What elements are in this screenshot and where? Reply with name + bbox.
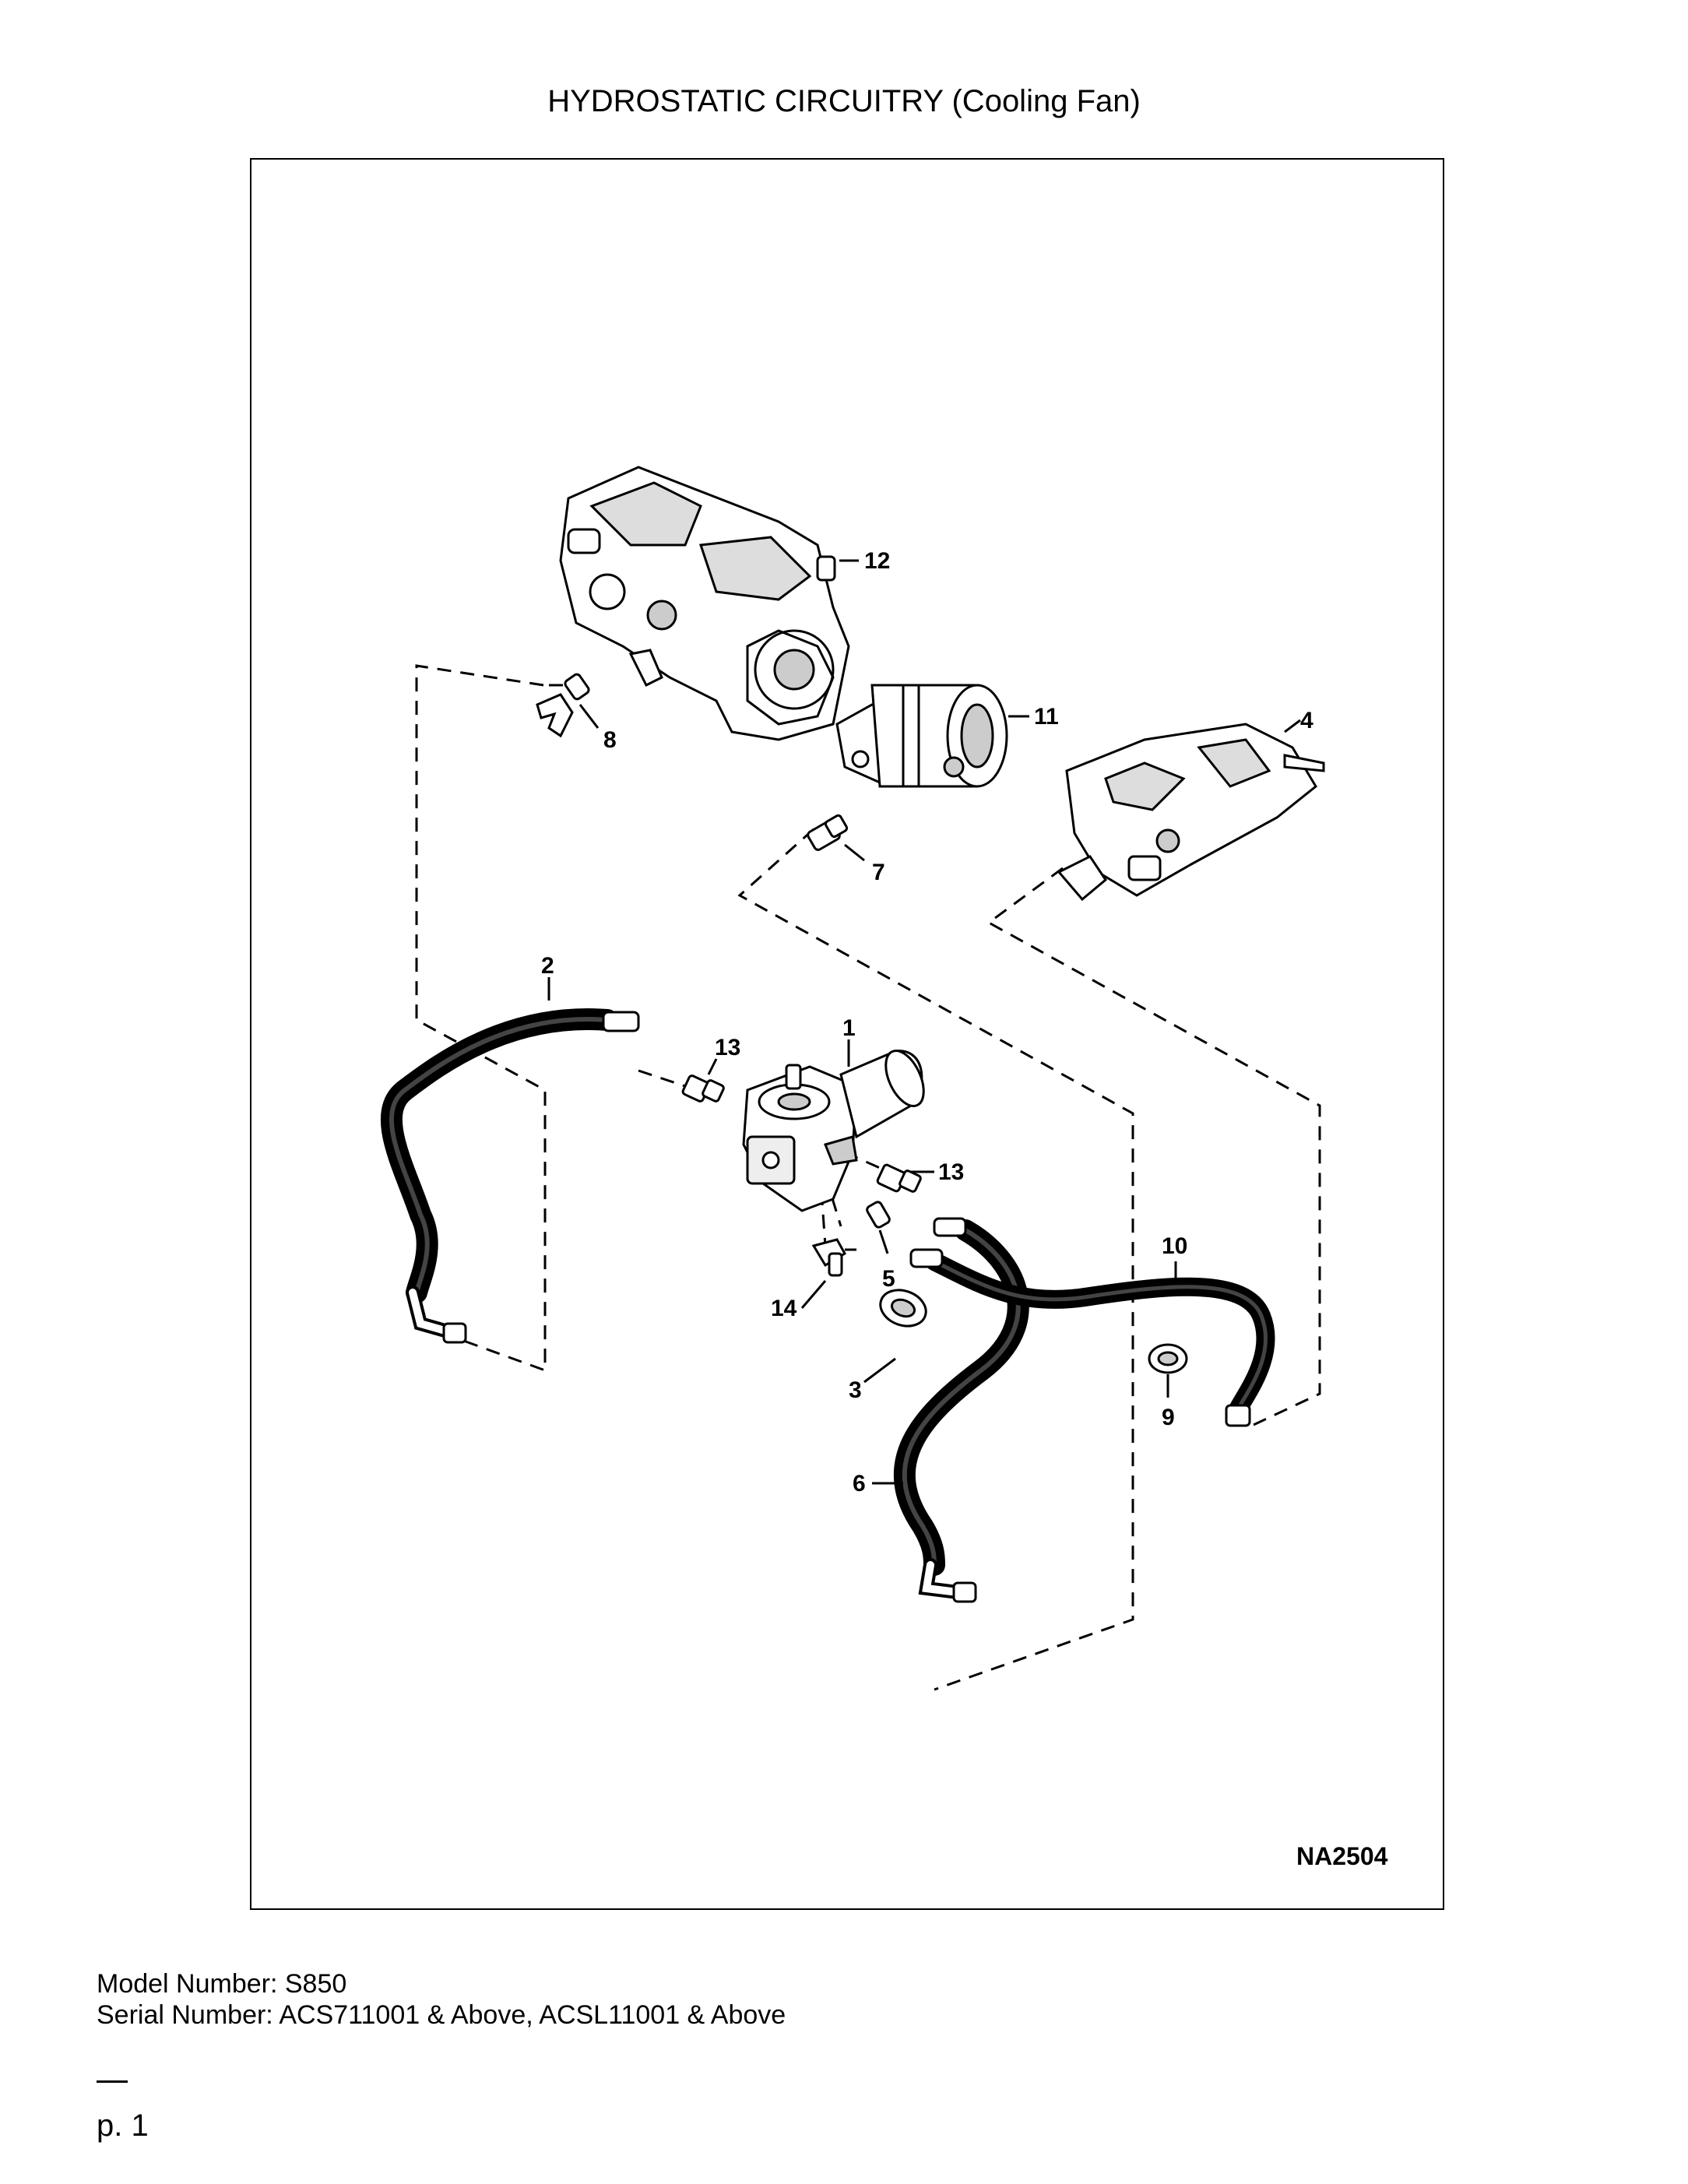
callout-12: 12: [864, 548, 890, 574]
hose-part-6: [893, 1217, 1029, 1603]
reducer-fitting-part-13-lower: [876, 1163, 922, 1193]
hydrostatic-pump-part-12: [559, 466, 850, 741]
model-number: Model Number: S850: [97, 1969, 347, 1999]
serial-number: Serial Number: ACS711001 & Above, ACSL11…: [97, 2000, 786, 2030]
grommet-part-9: [1148, 1343, 1188, 1374]
elbow-fitting-part-14: [811, 1238, 856, 1277]
hose-part-10: [909, 1248, 1275, 1427]
diagram-frame: [250, 158, 1444, 1910]
callout-13-lower: 13: [938, 1159, 964, 1185]
figure-id: NA2504: [1296, 1842, 1388, 1870]
fitting-part-5: [866, 1201, 891, 1229]
callout-9: 9: [1162, 1405, 1175, 1430]
reducer-fitting-part-13-upper: [681, 1074, 725, 1103]
callout-3: 3: [849, 1377, 862, 1403]
footer-rule: [97, 2080, 128, 2083]
control-valve-part-4: [1057, 723, 1325, 902]
callout-leader-lines: [547, 559, 1301, 1485]
page-title: HYDROSTATIC CIRCUITRY (Cooling Fan): [547, 84, 1141, 118]
callout-6: 6: [853, 1471, 866, 1496]
callout-10: 10: [1162, 1233, 1187, 1259]
callout-5: 5: [882, 1266, 895, 1292]
callout-2: 2: [541, 953, 554, 979]
gear-pump-part-11: [835, 684, 1008, 788]
callout-4: 4: [1300, 708, 1313, 733]
callout-1: 1: [842, 1015, 856, 1041]
page-number: p. 1: [97, 2108, 149, 2143]
callout-14: 14: [771, 1296, 797, 1321]
hose-part-2: [380, 1008, 640, 1344]
callout-7: 7: [872, 860, 885, 885]
callout-8: 8: [603, 727, 617, 753]
elbow-fitting-part-8: [536, 673, 590, 738]
grommet-part-3: [879, 1289, 927, 1328]
callout-11: 11: [1034, 704, 1059, 730]
callout-13-upper: 13: [715, 1035, 740, 1060]
fan-motor-part-1: [742, 1050, 925, 1212]
straight-fitting-part-7: [807, 814, 849, 851]
